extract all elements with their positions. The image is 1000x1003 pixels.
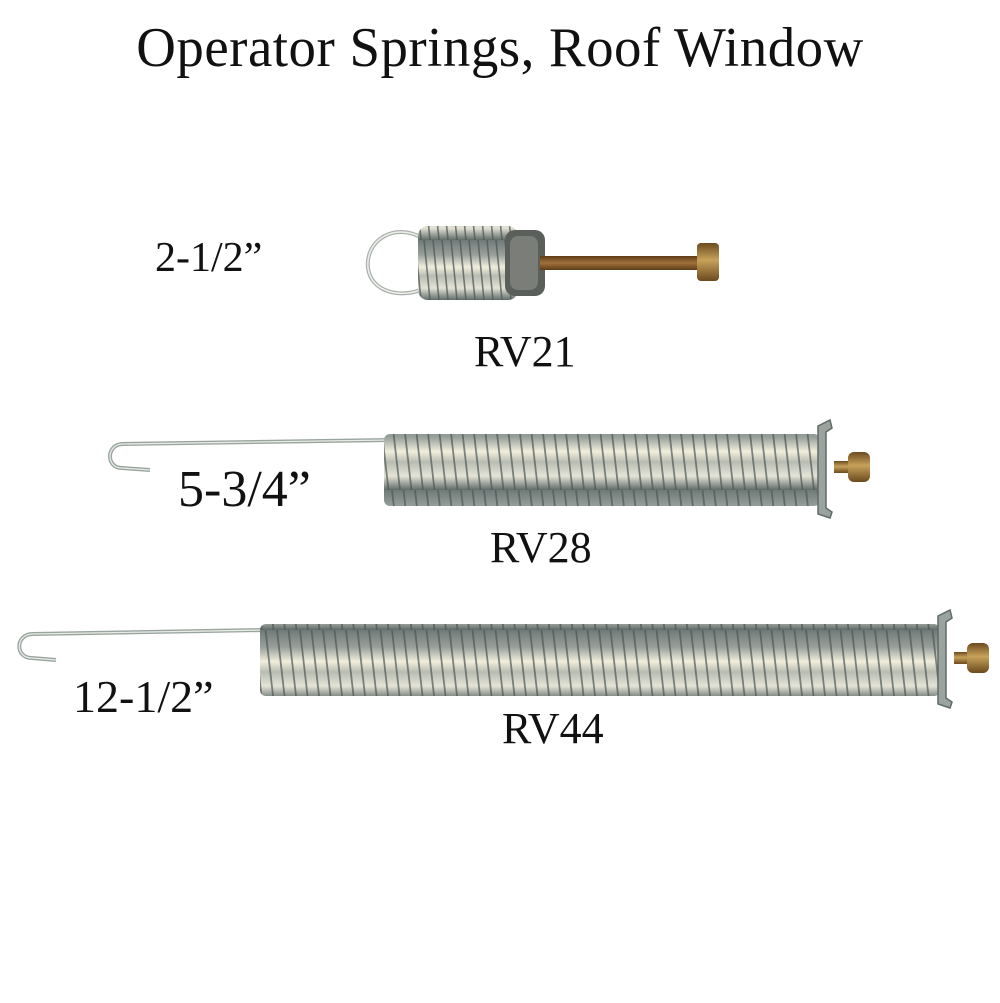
page-title: Operator Springs, Roof Window	[136, 17, 864, 79]
spring-part-code: RV44	[502, 704, 604, 753]
spring-rv21	[365, 226, 719, 300]
spring-size-label: 12-1/2”	[73, 671, 214, 722]
spring-part-code: RV21	[474, 327, 576, 376]
spring-rv44	[17, 608, 989, 709]
spring-part-code: RV28	[490, 523, 592, 572]
spring-rv28	[108, 418, 870, 519]
spring-size-label: 2-1/2”	[155, 235, 263, 281]
spring-size-label: 5-3/4”	[178, 461, 311, 518]
